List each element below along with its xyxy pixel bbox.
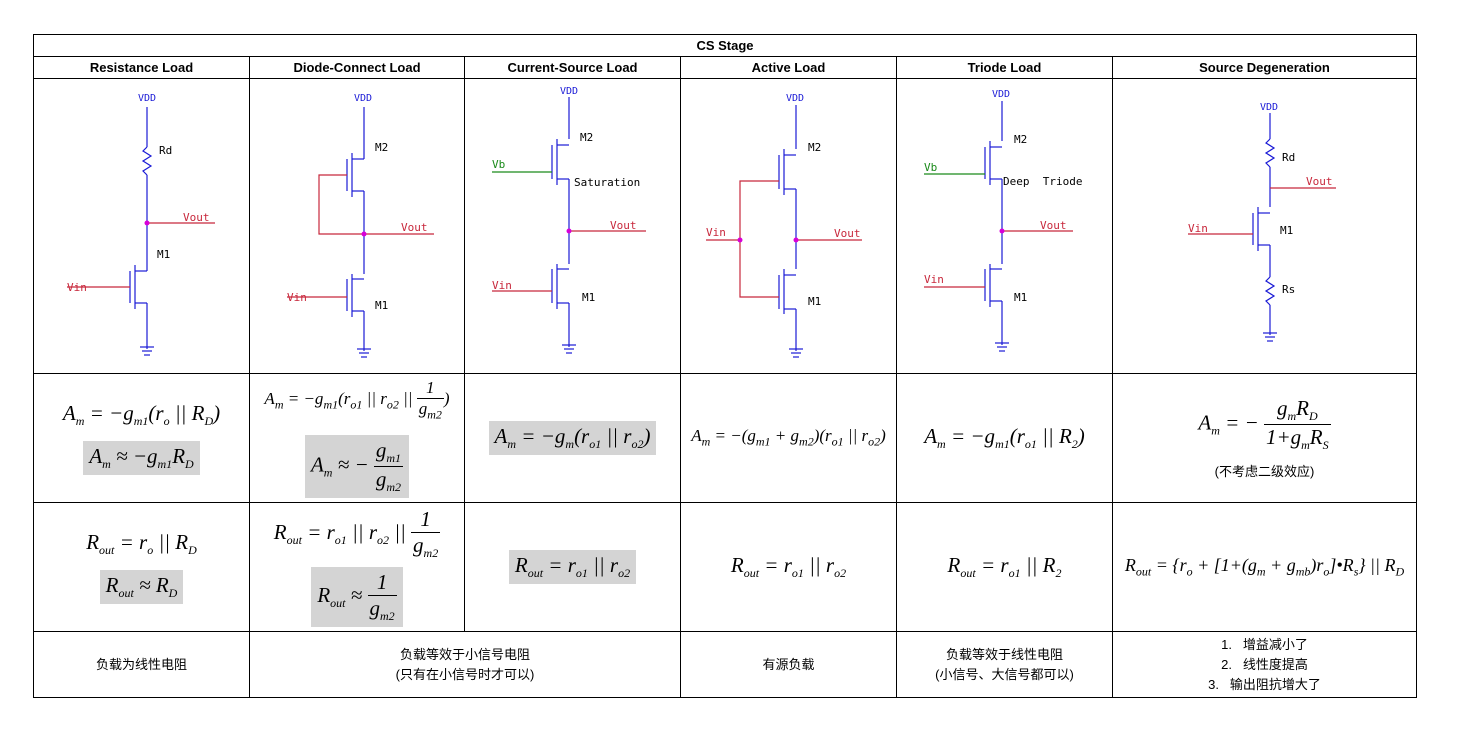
desc-diode-current: 负载等效于小信号电阻 (只有在小信号时才可以): [249, 631, 681, 698]
col-header-current-source: Current-Source Load: [464, 56, 681, 79]
svg-text:Vin: Vin: [706, 226, 726, 239]
svg-text:Vin: Vin: [1188, 222, 1208, 235]
desc-degeneration: 1. 增益减小了 2. 线性度提高 3. 输出阻抗增大了: [1112, 631, 1417, 698]
col-header-active: Active Load: [680, 56, 897, 79]
svg-text:Rd: Rd: [1282, 151, 1295, 164]
schematic-current-source: VDD M2 Saturation M1 Vb Vin Vout: [491, 86, 646, 354]
svg-text:VDD: VDD: [786, 93, 804, 104]
svg-text:M2: M2: [808, 141, 821, 154]
schematic-triode: VDD M2 Deep Triode M1 Vb Vin Vout: [923, 89, 1082, 352]
desc-diode-current-line1: 负载等效于小信号电阻: [399, 646, 530, 662]
vout-label: Vout: [183, 211, 210, 224]
svg-text:Vb: Vb: [492, 158, 505, 171]
degeneration-note: (不考虑二级效应): [1214, 464, 1315, 480]
svg-text:VDD: VDD: [992, 89, 1010, 100]
svg-text:Vout: Vout: [401, 221, 428, 234]
svg-text:M1: M1: [375, 299, 388, 312]
col-header-resistance: Resistance Load: [33, 56, 250, 79]
table-title: CS Stage: [33, 34, 1417, 57]
svg-text:M1: M1: [1280, 224, 1293, 237]
desc-triode: 负载等效于线性电阻 (小信号、大信号都可以): [896, 631, 1113, 698]
rout-triode: Rout = ro1 || R2: [896, 502, 1113, 632]
col-header-degeneration: Source Degeneration: [1112, 56, 1417, 79]
rd-label: Rd: [159, 144, 172, 157]
schematic-resistance-cell: VDD Rd M1 Vin Vout: [33, 78, 250, 374]
svg-text:Vin: Vin: [492, 279, 512, 292]
schematic-active: VDD M2 M1 Vin Vout: [705, 93, 862, 358]
svg-text:M1: M1: [808, 295, 821, 308]
schematic-resistance: VDD Rd M1 Vin Vout: [66, 93, 215, 356]
svg-text:VDD: VDD: [1260, 102, 1278, 113]
desc-resistance: 负载为线性电阻: [33, 631, 250, 698]
gain-resistance: Am = −gm1(ro || RD) Am ≈ −gm1RD: [33, 373, 250, 503]
rout-active: Rout = ro1 || ro2: [680, 502, 897, 632]
list-item: 1. 增益减小了: [1221, 636, 1308, 652]
rout-current-source: Rout = ro1 || ro2: [464, 502, 681, 632]
cs-stage-table: CS Stage Resistance Load Diode-Connect L…: [33, 34, 1417, 698]
vdd-label: VDD: [138, 93, 156, 104]
col-header-triode: Triode Load: [896, 56, 1113, 79]
svg-text:Vin: Vin: [924, 273, 944, 286]
col-header-diode: Diode-Connect Load: [249, 56, 465, 79]
svg-text:M2: M2: [375, 141, 388, 154]
rout-degeneration: Rout = {ro + [1+(gm + gmb)ro]•Rs} || RD: [1112, 502, 1417, 632]
desc-active: 有源负载: [680, 631, 897, 698]
list-item: 3. 输出阻抗增大了: [1208, 676, 1321, 692]
svg-text:M1: M1: [1014, 291, 1027, 304]
schematic-degeneration: VDD Rd M1 Rs Vin Vout: [1187, 102, 1336, 342]
schematic-triode-cell: VDD M2 Deep Triode M1 Vb Vin Vout: [896, 78, 1113, 374]
svg-text:VDD: VDD: [354, 93, 372, 104]
svg-text:Vin: Vin: [287, 291, 307, 304]
svg-text:Rs: Rs: [1282, 283, 1295, 296]
desc-diode-current-line2: (只有在小信号时才可以): [395, 666, 535, 682]
svg-text:Saturation: Saturation: [574, 176, 640, 189]
vin-label: Vin: [67, 281, 87, 294]
desc-triode-line2: (小信号、大信号都可以): [935, 666, 1074, 682]
schematic-degeneration-cell: VDD Rd M1 Rs Vin Vout: [1112, 78, 1417, 374]
svg-text:M2: M2: [580, 131, 593, 144]
svg-text:Vout: Vout: [834, 227, 861, 240]
svg-text:Vb: Vb: [924, 161, 937, 174]
schematic-diode-cell: VDD M2 M1 Vin Vout: [249, 78, 465, 374]
svg-text:Deep Triode: Deep Triode: [1003, 175, 1082, 188]
svg-text:Vout: Vout: [1306, 175, 1333, 188]
schematic-active-cell: VDD M2 M1 Vin Vout: [680, 78, 897, 374]
svg-text:Vout: Vout: [610, 219, 637, 232]
svg-text:Vout: Vout: [1040, 219, 1067, 232]
schematic-current-source-cell: VDD M2 Saturation M1 Vb Vin Vout: [464, 78, 681, 374]
schematic-diode: VDD M2 M1 Vin Vout: [286, 93, 434, 358]
svg-text:M1: M1: [582, 291, 595, 304]
gain-current-source: Am = −gm(ro1 || ro2): [464, 373, 681, 503]
rout-resistance: Rout = ro || RD Rout ≈ RD: [33, 502, 250, 632]
svg-text:VDD: VDD: [560, 86, 578, 97]
list-item: 2. 线性度提高: [1221, 656, 1308, 672]
gain-triode: Am = −gm1(ro1 || R2): [896, 373, 1113, 503]
svg-text:M2: M2: [1014, 133, 1027, 146]
desc-triode-line1: 负载等效于线性电阻: [945, 646, 1063, 662]
gain-active: Am = −(gm1 + gm2)(ro1 || ro2): [680, 373, 897, 503]
m1-label: M1: [157, 248, 170, 261]
